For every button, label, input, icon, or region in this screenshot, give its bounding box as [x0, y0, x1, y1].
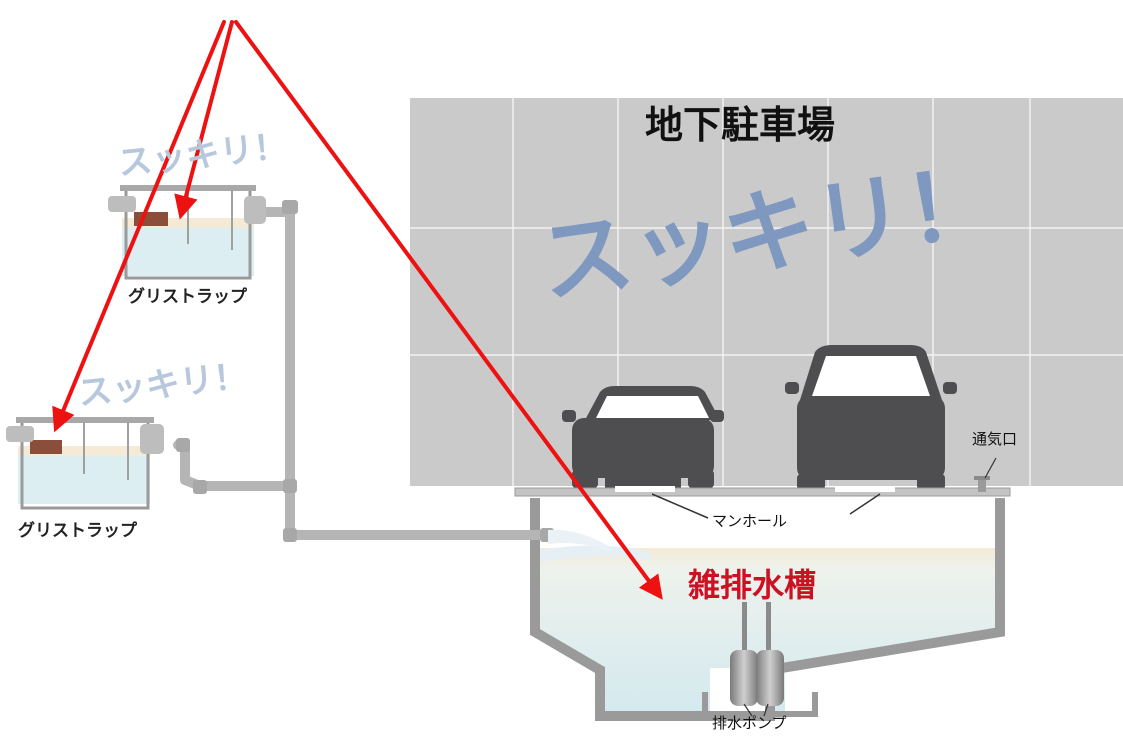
- vent-label: 通気口: [972, 430, 1018, 448]
- grease-trap-top-label: グリストラップ: [128, 287, 247, 307]
- red-arrows: [52, 20, 663, 600]
- grease-trap-bottom-label: グリストラップ: [18, 521, 137, 541]
- inflow-splash: [548, 529, 612, 552]
- pump-label: 排水ポンプ: [712, 714, 787, 732]
- manhole-leaders: [651, 493, 881, 519]
- drain-pump-icon: [702, 602, 818, 717]
- car-sedan-icon: [562, 386, 724, 488]
- manhole-label: マンホール: [712, 512, 788, 530]
- vent-icon: [974, 457, 997, 492]
- garage-title: 地下駐車場: [645, 102, 836, 147]
- floor-slab: [514, 486, 1011, 497]
- tank-label: 雑排水槽: [688, 566, 817, 604]
- car-minivan-icon: [785, 345, 957, 490]
- grease-trap-bottom: [6, 417, 164, 510]
